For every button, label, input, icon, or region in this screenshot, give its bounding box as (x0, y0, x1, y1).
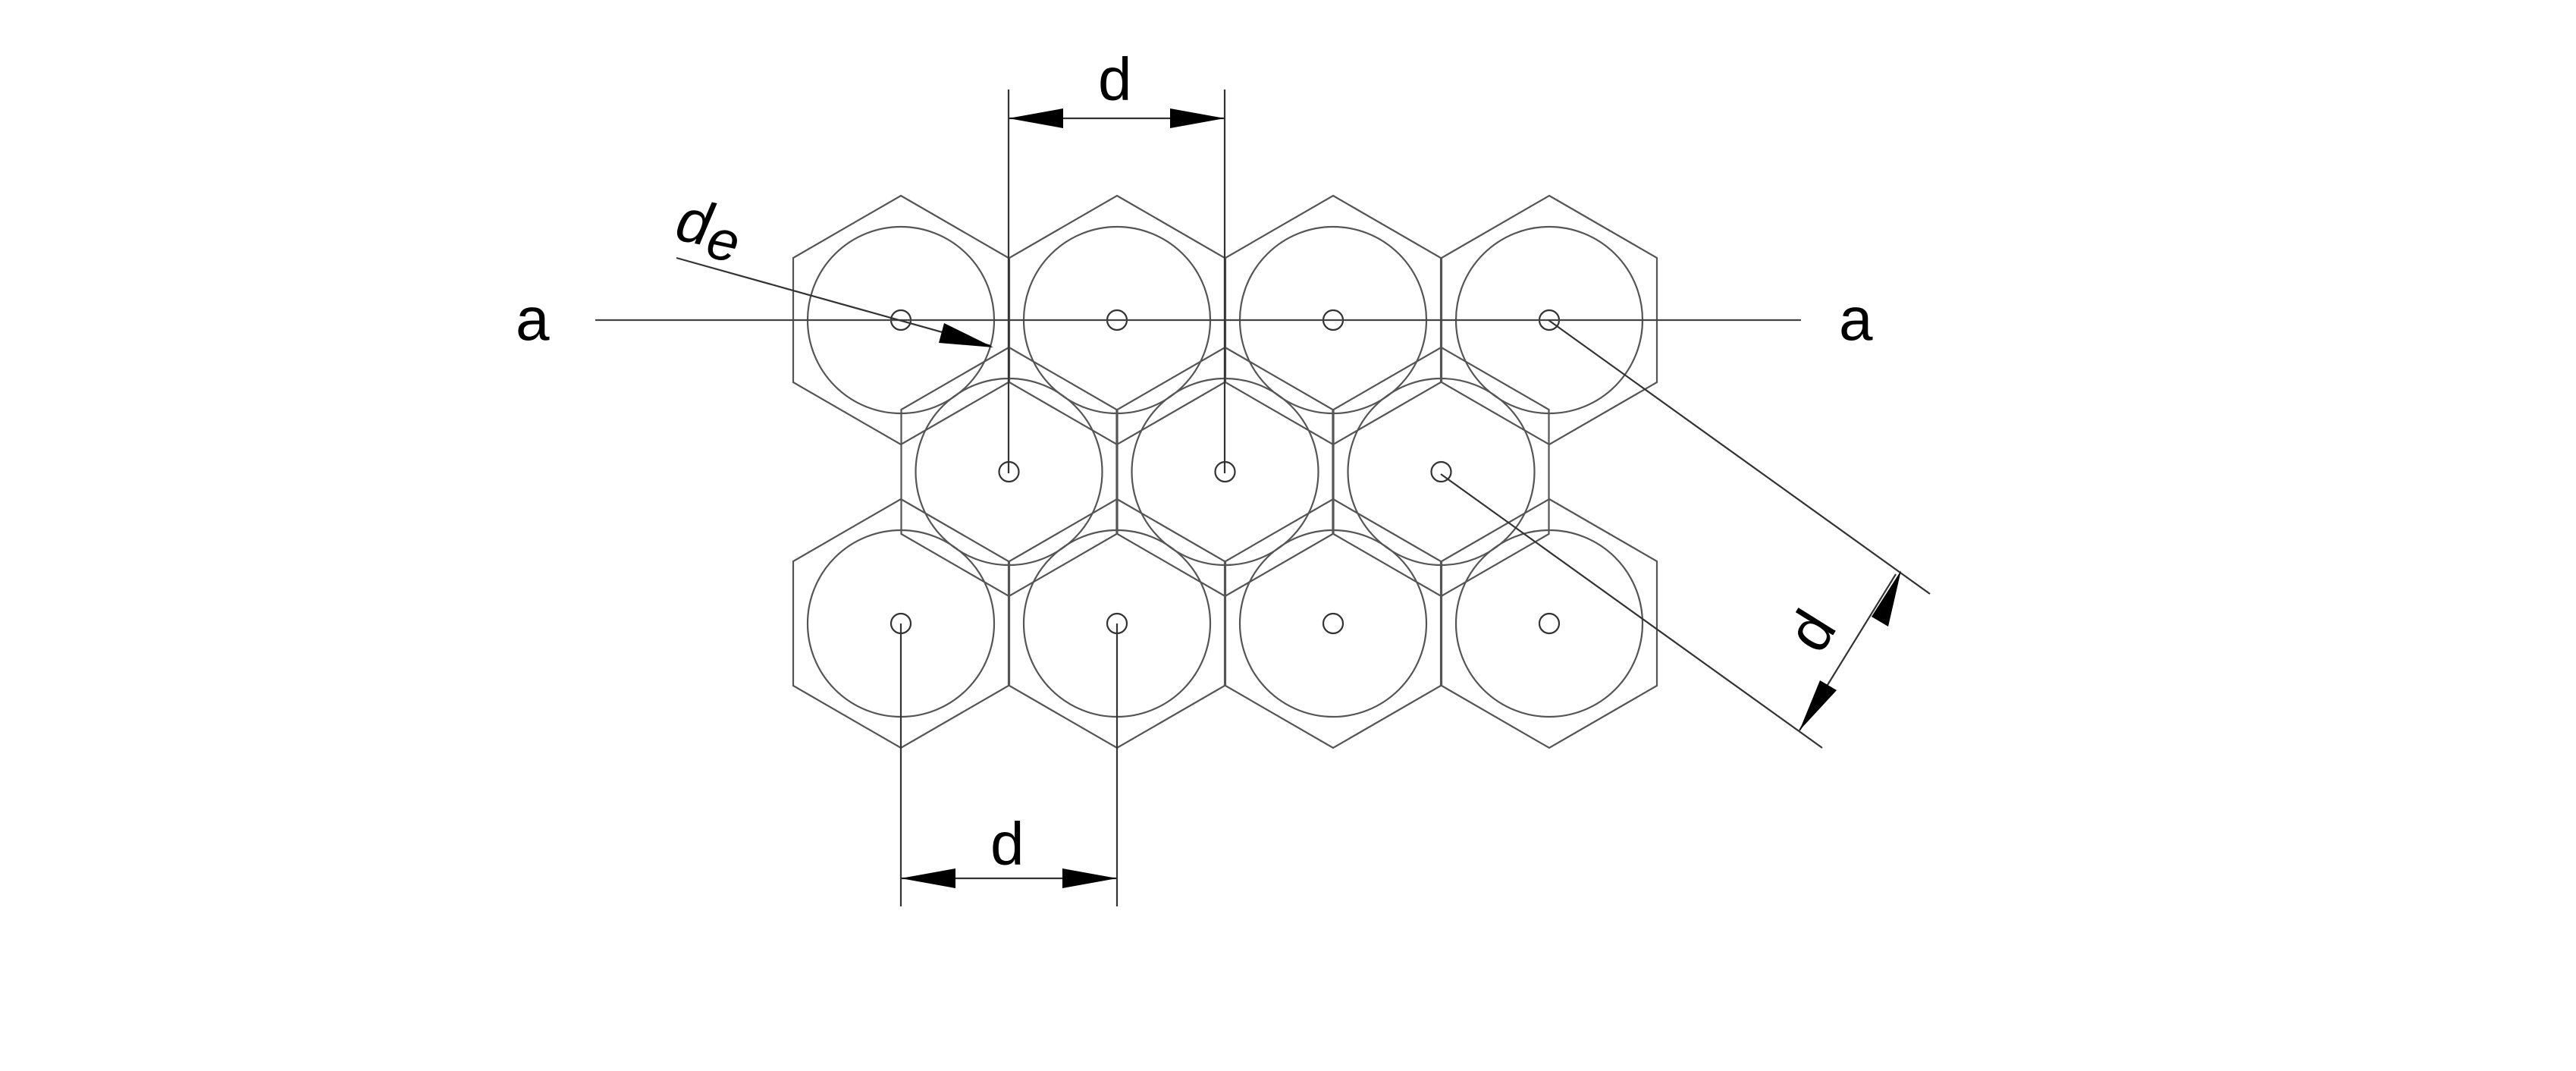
extension-line (1440, 473, 1823, 749)
arrowhead (1872, 570, 1901, 627)
leader-line (676, 256, 992, 347)
arrowhead (901, 868, 955, 888)
section-label-left: a (516, 285, 550, 353)
arrowhead (1062, 868, 1117, 888)
inscribed-circle (1454, 529, 1644, 718)
equivalent-diameter-label: de (669, 186, 748, 275)
pitch-label-top: d (1098, 46, 1132, 113)
hexagon-cell (1440, 498, 1658, 749)
pitch-dimension-bottom: d (899, 623, 1119, 906)
equivalent-diameter-leader: de (669, 186, 993, 347)
pitch-label-bottom: d (990, 810, 1024, 878)
arrowhead (1009, 108, 1063, 128)
cell-center-dot (1322, 612, 1344, 635)
extension-line (1548, 319, 1931, 595)
pitch-label-diagonal: d (1774, 598, 1849, 663)
pitch-dimension-diagonal: d (1440, 319, 1931, 749)
arrowhead (1799, 680, 1837, 730)
arrowhead (1170, 108, 1225, 128)
pitch-dimension-top: d (1007, 46, 1226, 473)
section-label-right: a (1839, 285, 1873, 353)
arrowhead (939, 323, 993, 347)
inscribed-circle (1238, 529, 1428, 718)
cell-center-dot (1430, 460, 1452, 483)
cell-center-dot (1538, 612, 1561, 635)
